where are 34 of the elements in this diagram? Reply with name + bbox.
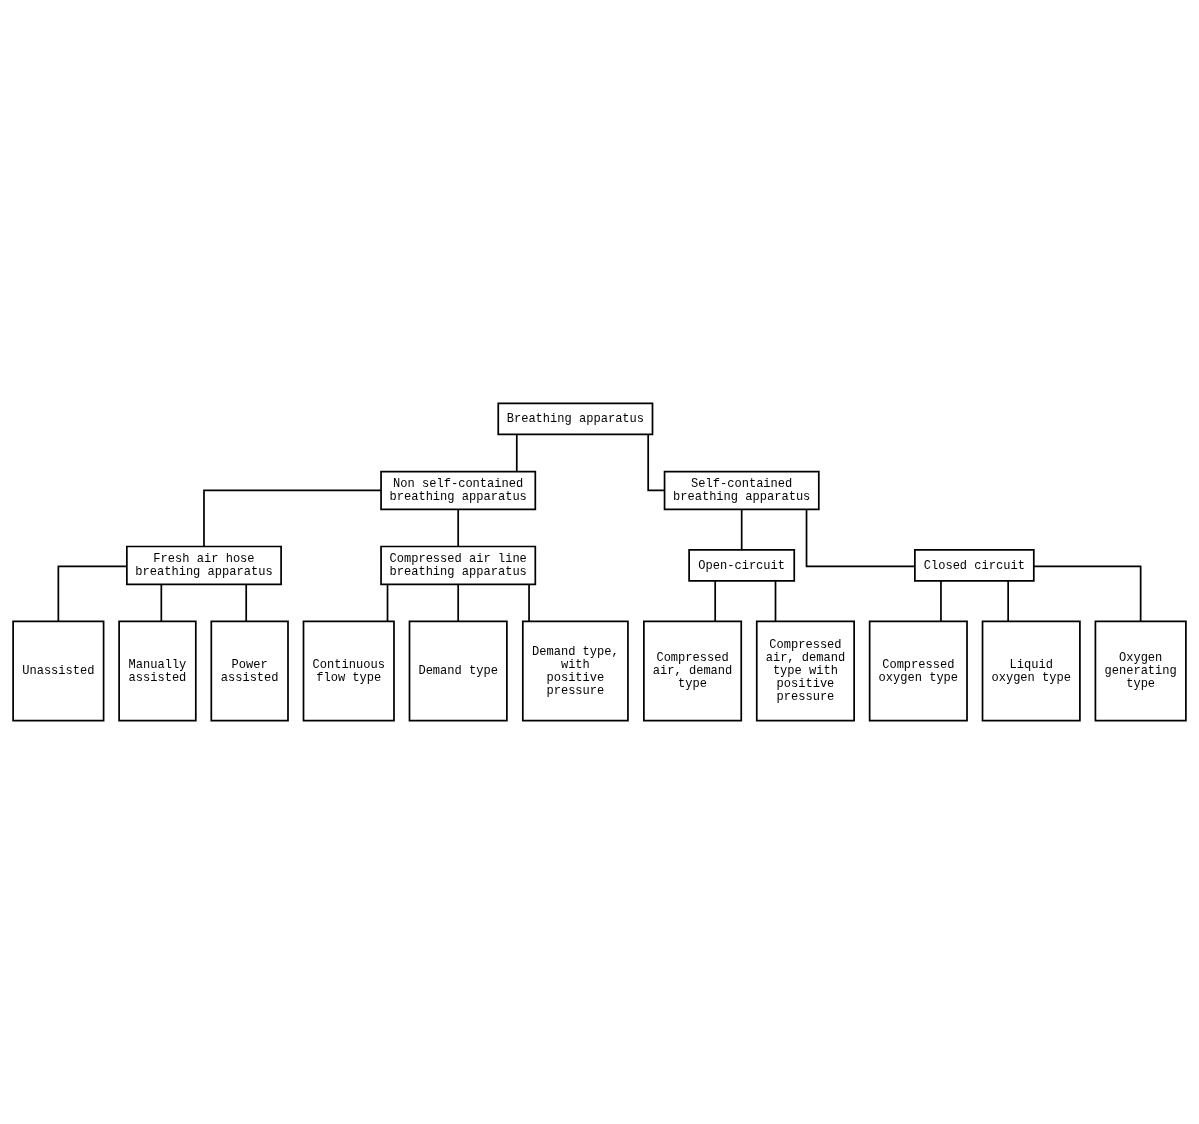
node-box: Unassisted bbox=[12, 620, 105, 722]
connector bbox=[805, 508, 916, 568]
connector bbox=[940, 580, 942, 623]
node-box: Non self-contained breathing apparatus bbox=[380, 470, 537, 511]
connector bbox=[515, 433, 518, 473]
connector bbox=[1033, 565, 1142, 623]
connector bbox=[714, 580, 717, 623]
connector bbox=[457, 583, 460, 623]
connector bbox=[57, 565, 128, 623]
node-box: Compressed air line breathing apparatus bbox=[380, 545, 537, 586]
connector bbox=[457, 508, 460, 548]
connector bbox=[160, 583, 163, 623]
connector bbox=[528, 583, 530, 623]
node-box: Liquid oxygen type bbox=[981, 620, 1081, 722]
node-box: Demand type, with positive pressure bbox=[521, 620, 629, 722]
node-box: Fresh air hose breathing apparatus bbox=[126, 545, 282, 586]
connector bbox=[740, 508, 743, 551]
connector bbox=[386, 583, 389, 623]
node-box: Open-circuit bbox=[688, 549, 796, 582]
node-box: Closed circuit bbox=[914, 549, 1035, 582]
connector bbox=[203, 489, 382, 547]
connector bbox=[245, 583, 248, 623]
node-box: Compressed air, demand type with positive pressure bbox=[755, 620, 855, 722]
node-box: Continuous flow type bbox=[302, 620, 395, 722]
node-box: Manually assisted bbox=[118, 620, 197, 722]
node-box: Self-contained breathing apparatus bbox=[663, 470, 820, 511]
connector bbox=[1007, 580, 1009, 623]
node-box: Demand type bbox=[408, 620, 508, 722]
node-box: Compressed air, demand type bbox=[643, 620, 743, 722]
node-box: Compressed oxygen type bbox=[868, 620, 968, 722]
node-box: Oxygen generating type bbox=[1094, 620, 1187, 722]
connector bbox=[774, 580, 777, 623]
node-box: Power assisted bbox=[210, 620, 289, 722]
node-box: Breathing apparatus bbox=[497, 402, 654, 436]
